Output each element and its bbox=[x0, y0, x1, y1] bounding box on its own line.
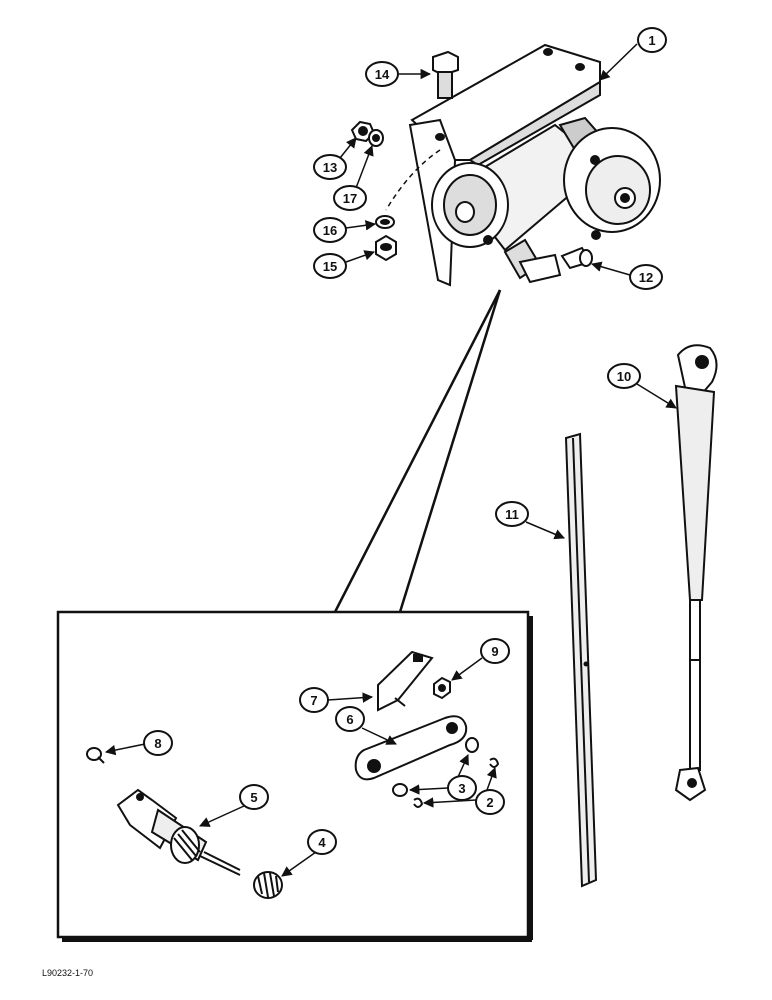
callout-15: 15 bbox=[313, 250, 375, 279]
callout-4-label: 4 bbox=[318, 835, 326, 850]
callout-15-label: 15 bbox=[323, 259, 337, 274]
wiper-arm-10 bbox=[674, 344, 718, 802]
figure-code: L90232-1-70 bbox=[42, 968, 94, 978]
callout-3: 3 bbox=[408, 754, 477, 801]
nut-15 bbox=[375, 234, 397, 262]
callout-14: 14 bbox=[365, 61, 432, 87]
callout-12-label: 12 bbox=[639, 270, 653, 285]
callout-9: 9 bbox=[451, 638, 510, 681]
callout-9-label: 9 bbox=[491, 644, 498, 659]
wiper-motor bbox=[431, 116, 661, 284]
callout-1-label: 1 bbox=[648, 33, 655, 48]
callout-7-label: 7 bbox=[310, 693, 317, 708]
clip-2 bbox=[413, 757, 500, 808]
callout-10: 10 bbox=[607, 363, 677, 409]
screw-12 bbox=[560, 246, 593, 270]
bolt-14 bbox=[432, 50, 459, 99]
callout-14-label: 14 bbox=[375, 67, 390, 82]
washer-3 bbox=[392, 737, 479, 797]
callout-6-label: 6 bbox=[346, 712, 353, 727]
callout-17-label: 17 bbox=[343, 191, 357, 206]
washer-17 bbox=[368, 129, 384, 147]
callout-13: 13 bbox=[313, 137, 357, 180]
callout-10-label: 10 bbox=[617, 369, 631, 384]
detail-zoom-lines bbox=[333, 289, 502, 613]
callout-3-label: 3 bbox=[458, 781, 465, 796]
link-6 bbox=[354, 715, 468, 781]
detail-box bbox=[56, 610, 533, 942]
callout-17: 17 bbox=[333, 145, 374, 211]
callout-8: 8 bbox=[104, 730, 173, 756]
callout-5: 5 bbox=[199, 784, 269, 827]
callout-7: 7 bbox=[299, 687, 374, 713]
callout-13-label: 13 bbox=[323, 160, 337, 175]
wiper-blade-11 bbox=[564, 432, 598, 888]
callout-11: 11 bbox=[495, 501, 565, 540]
screw-8 bbox=[86, 747, 105, 764]
callout-8-label: 8 bbox=[154, 736, 161, 751]
switch-5 bbox=[116, 788, 241, 876]
washer-16 bbox=[375, 215, 395, 229]
bracket-7 bbox=[377, 650, 434, 712]
callout-2: 2 bbox=[422, 767, 505, 815]
nut-9 bbox=[433, 676, 451, 700]
callout-1: 1 bbox=[599, 27, 667, 81]
dashed-alignment-line bbox=[385, 149, 441, 211]
callout-11-label: 11 bbox=[505, 507, 519, 522]
callout-4: 4 bbox=[281, 829, 337, 877]
callout-12: 12 bbox=[590, 261, 663, 290]
callout-6: 6 bbox=[335, 706, 397, 745]
callout-16: 16 bbox=[313, 217, 377, 243]
callout-5-label: 5 bbox=[250, 790, 257, 805]
knob-4 bbox=[253, 871, 283, 899]
callout-16-label: 16 bbox=[323, 223, 337, 238]
callout-2-label: 2 bbox=[486, 795, 493, 810]
